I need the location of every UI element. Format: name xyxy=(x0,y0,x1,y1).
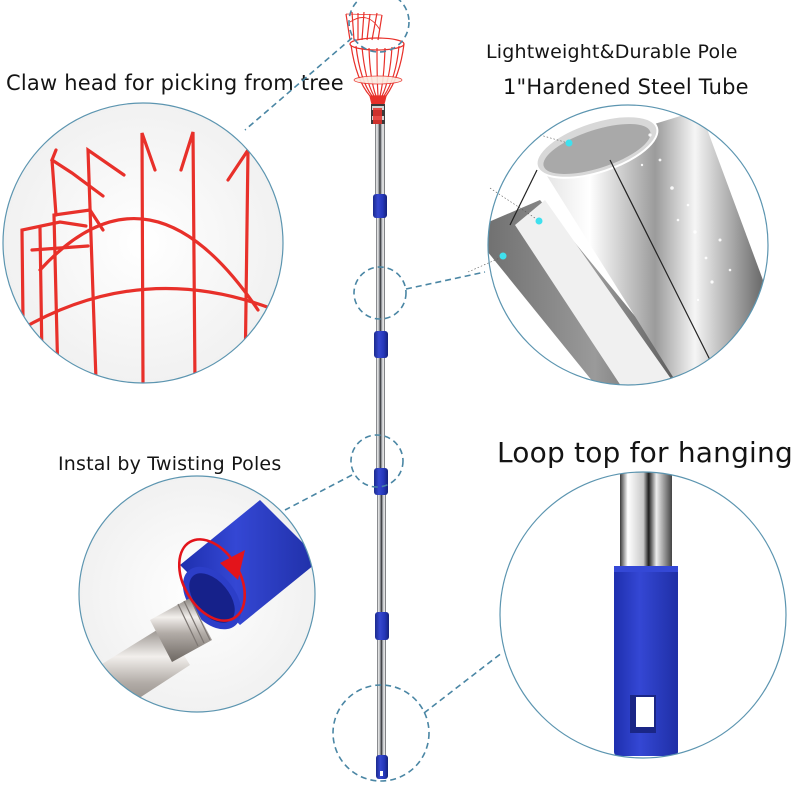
highlight-dots xyxy=(467,134,573,273)
pole-joint xyxy=(374,468,388,495)
loop-top-inset xyxy=(499,471,787,759)
pole-joint xyxy=(375,612,389,640)
callout-connectors xyxy=(244,0,504,782)
twist-install-label: Instal by Twisting Poles xyxy=(58,453,282,475)
circular-arrow-icon xyxy=(177,538,247,622)
pole-joint xyxy=(374,331,388,358)
claw-head-inset xyxy=(2,102,284,384)
pole-joint xyxy=(373,194,387,218)
twist-install-inset xyxy=(78,475,316,713)
claw-head-label: Claw head for picking from tree xyxy=(6,71,344,95)
telescopic-pole xyxy=(345,11,405,779)
steel-tube-label: 1"Hardened Steel Tube xyxy=(503,75,749,99)
claw-basket-head xyxy=(345,11,405,105)
pole-end-cap xyxy=(376,755,388,779)
loop-top-label: Loop top for hanging xyxy=(497,436,793,469)
pole-durability-label: Lightweight&Durable Pole xyxy=(486,41,738,63)
steel-tube-inset xyxy=(467,104,769,386)
